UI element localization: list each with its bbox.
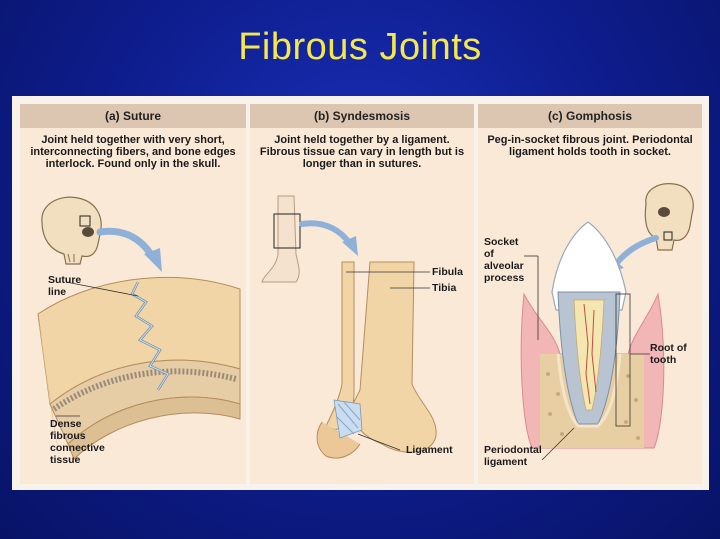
panel-gomphosis: (c) Gomphosis Peg-in-socket fibrous join… bbox=[478, 104, 702, 484]
panel-heading: (b) Syndesmosis bbox=[250, 104, 474, 128]
panel-description: Joint held together with very short, int… bbox=[30, 134, 236, 170]
zoom-arrow-icon bbox=[96, 227, 156, 260]
label-fibula: Fibula bbox=[432, 266, 463, 278]
zoom-arrow-icon bbox=[299, 220, 353, 247]
syndesmosis-illustration bbox=[261, 195, 437, 459]
panel-suture: (a) Suture Joint held together with very… bbox=[20, 104, 246, 484]
figure-panel: (a) Suture Joint held together with very… bbox=[12, 96, 709, 490]
label-ligament: Ligament bbox=[406, 444, 453, 456]
suture-bone-section bbox=[37, 276, 241, 464]
gomphosis-illustration bbox=[520, 183, 694, 461]
ankle-foot-icon bbox=[261, 195, 301, 283]
zoom-arrow-icon bbox=[613, 235, 659, 267]
label-socket: Socket of alveolar process bbox=[484, 236, 525, 284]
label-suture-line: Suture line bbox=[48, 274, 82, 298]
panel-description: Joint held together by a ligament. Fibro… bbox=[259, 134, 465, 170]
slide-title: Fibrous Joints bbox=[238, 26, 482, 68]
skull-icon bbox=[41, 196, 102, 265]
suture-illustration bbox=[37, 196, 241, 464]
panel-heading: (a) Suture bbox=[20, 104, 246, 128]
label-root-of-tooth: Root of tooth bbox=[650, 342, 687, 366]
label-tibia: Tibia bbox=[432, 282, 457, 294]
tibia-fibula bbox=[316, 261, 437, 459]
label-periodontal-ligament: Periodontal ligament bbox=[484, 444, 542, 468]
skull-icon bbox=[644, 183, 694, 251]
panel-heading: (c) Gomphosis bbox=[478, 104, 702, 128]
panel-syndesmosis: (b) Syndesmosis Joint held together by a… bbox=[250, 104, 474, 484]
panel-description: Peg-in-socket fibrous joint. Periodontal… bbox=[487, 134, 693, 158]
label-dense-fibrous-tissue: Dense fibrous connective tissue bbox=[50, 418, 105, 466]
tooth-icon bbox=[520, 221, 665, 449]
